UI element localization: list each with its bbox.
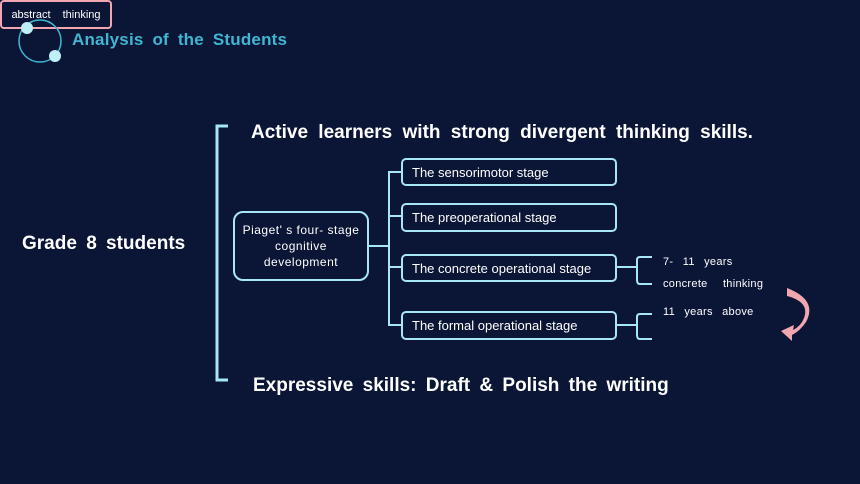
- piaget-line-3: development: [263, 255, 339, 269]
- root-node: Grade 8 students: [22, 233, 186, 254]
- stages-bracket: [388, 171, 401, 326]
- logo-dot-bottom: [49, 50, 61, 62]
- logo-dot-top: [21, 22, 33, 34]
- stage-formal-operational: The formal operational stage: [401, 311, 617, 340]
- stage-preoperational: The preoperational stage: [401, 203, 617, 232]
- formal-age: 11 years above: [663, 306, 754, 318]
- logo-ring: [18, 19, 62, 63]
- stage-sensorimotor: The sensorimotor stage: [401, 158, 617, 186]
- page-title: Analysis of the Students: [72, 30, 288, 49]
- concrete-thinking: concrete thinking: [663, 278, 764, 290]
- piaget-line-1: Piaget' s four- stage: [242, 223, 360, 237]
- stage-concrete-operational: The concrete operational stage: [401, 254, 617, 282]
- branch-expressive-skills: Expressive skills: Draft & Polish the wr…: [253, 375, 669, 396]
- curved-arrow-icon: [781, 288, 810, 341]
- piaget-line-2: cognitive: [275, 239, 327, 253]
- concrete-age: 7- 11 years: [663, 256, 733, 268]
- branch-active-learners: Active learners with strong divergent th…: [251, 122, 753, 143]
- piaget-node: Piaget' s four- stage cognitive developm…: [233, 211, 369, 281]
- formal-bracket: [636, 313, 652, 340]
- concrete-bracket: [636, 256, 652, 285]
- main-bracket: [215, 124, 228, 382]
